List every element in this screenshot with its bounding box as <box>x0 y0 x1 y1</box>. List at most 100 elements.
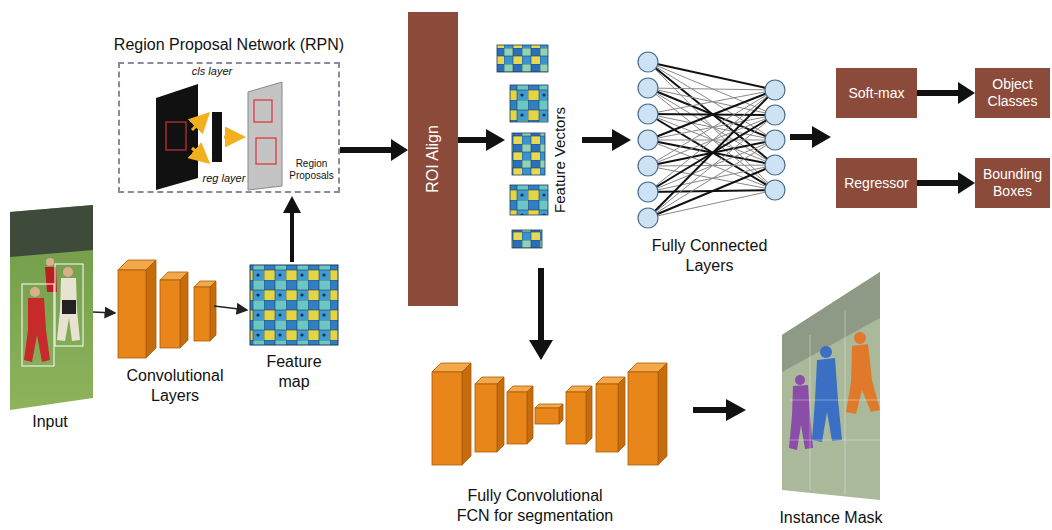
arrow-shaft <box>917 180 960 186</box>
block-front <box>628 372 658 465</box>
nn-link <box>648 114 775 165</box>
flow-arrow <box>93 312 115 313</box>
flow-arrow <box>582 137 614 143</box>
arrow-shaft <box>340 147 393 153</box>
neural-network <box>638 52 785 228</box>
block-front <box>535 408 559 424</box>
arrow-head <box>529 340 553 360</box>
arrow-head <box>958 172 975 194</box>
flow-arrow <box>917 82 975 104</box>
flow-arrow <box>790 134 814 140</box>
nn-neuron <box>765 105 785 125</box>
block-side <box>527 386 533 444</box>
nn-link <box>648 90 775 192</box>
arrow-shaft <box>917 90 960 96</box>
block-front <box>118 270 146 358</box>
block-top <box>535 404 563 408</box>
nn-link <box>648 140 775 218</box>
box-label: Soft-max <box>848 85 904 102</box>
nn-link <box>648 88 775 90</box>
feature-vectors <box>497 45 548 248</box>
box-label: Regressor <box>844 175 909 192</box>
nn-link <box>648 88 775 140</box>
arrow-head <box>283 196 301 213</box>
block-front <box>475 384 497 452</box>
flow-arrow <box>458 137 488 143</box>
flow-arrow <box>214 306 247 310</box>
output-box: Bounding Boxes <box>975 158 1050 208</box>
block-front <box>432 372 462 465</box>
block-front <box>194 287 210 341</box>
rpn-illustration <box>156 82 282 190</box>
nn-neuron <box>765 80 785 100</box>
nn-neuron <box>638 104 658 124</box>
caption-label: Input <box>20 412 80 432</box>
block-front <box>596 384 618 452</box>
block-side <box>180 272 188 348</box>
nn-link <box>648 62 775 90</box>
caption-label: Feature map <box>254 352 334 392</box>
caption-label: Fully Convolutional FCN for segmentation <box>450 486 620 526</box>
nn-link <box>648 115 775 218</box>
flow-arrow <box>538 268 544 342</box>
nn-neuron <box>638 182 658 202</box>
process-box: Soft-max <box>836 68 917 118</box>
region-heading: Region Proposal Network (RPN) <box>80 36 378 54</box>
nn-link <box>648 90 775 140</box>
block-side <box>146 260 156 358</box>
arrow-head <box>812 126 831 148</box>
block-front <box>566 392 586 444</box>
nn-neuron <box>765 130 785 150</box>
nn-neuron <box>765 180 785 200</box>
nn-neuron <box>765 155 785 175</box>
arrow-head <box>391 139 408 161</box>
block-side <box>559 404 563 424</box>
input-image <box>10 205 93 410</box>
caption-label: Fully Connected Layers <box>642 236 777 276</box>
arrow-head <box>612 129 631 151</box>
feature-map <box>250 265 338 345</box>
block-side <box>586 386 592 444</box>
output-box: Object Classes <box>975 68 1050 118</box>
block-front <box>507 392 527 444</box>
block-side <box>497 377 504 452</box>
caption-label: Convolutional Layers <box>110 366 240 406</box>
process-box: Regressor <box>836 158 917 208</box>
roi-align-bar: ROI Align <box>408 12 458 306</box>
block-front <box>160 280 180 348</box>
nn-link <box>648 190 775 218</box>
nn-link <box>648 62 775 115</box>
nn-link <box>648 88 775 190</box>
block-side <box>618 377 625 452</box>
flow-arrow <box>693 407 728 413</box>
nn-link <box>648 165 775 218</box>
illustration-label: Region Proposals <box>285 158 338 182</box>
caption-label: Instance Mask <box>770 508 892 528</box>
nn-neuron <box>638 156 658 176</box>
nn-neuron <box>638 78 658 98</box>
arrow-head <box>486 129 505 151</box>
flow-arrow <box>917 172 975 194</box>
conv-layers <box>118 260 216 358</box>
layer-label: reg layer <box>198 172 250 185</box>
box-label: Object Classes <box>979 76 1046 110</box>
nn-neuron <box>638 130 658 150</box>
fcn-blocks <box>432 363 667 465</box>
layer-label: cls layer <box>176 65 248 78</box>
nn-neuron <box>638 52 658 72</box>
nn-neuron <box>638 208 658 228</box>
flow-arrow <box>290 212 294 262</box>
block-side <box>210 281 216 341</box>
arrow-head <box>726 399 746 421</box>
block-side <box>658 363 667 465</box>
flow-arrow <box>340 139 408 161</box>
box-label: ROI Align <box>424 125 442 193</box>
nn-link <box>648 90 775 218</box>
box-label: Bounding Boxes <box>979 166 1046 200</box>
arrow-head <box>958 82 975 104</box>
instance-mask-image <box>782 272 880 500</box>
caption-label: Feature Vectors <box>550 107 570 213</box>
block-side <box>462 363 471 465</box>
nn-link <box>648 62 775 165</box>
